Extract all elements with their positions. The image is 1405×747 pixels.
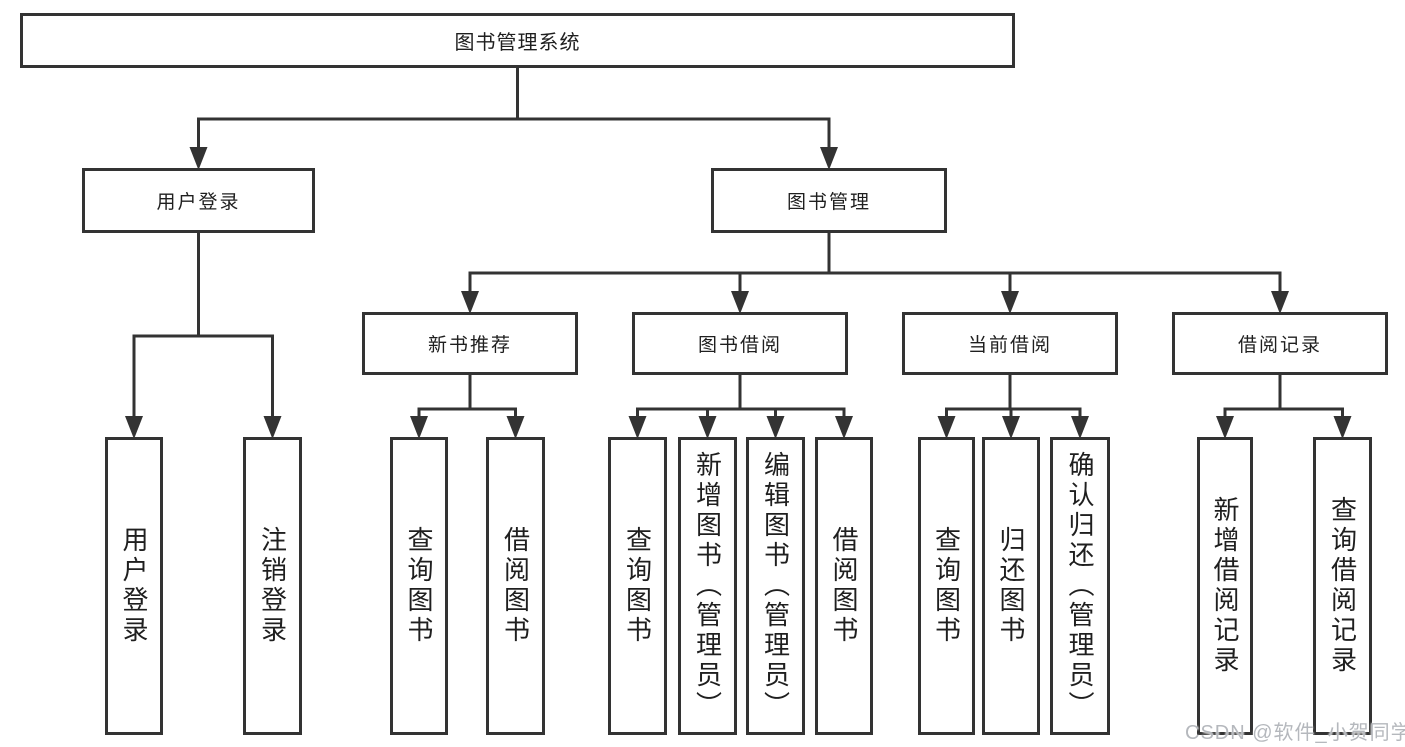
node-label-book-borrow: 图书借阅 [697,335,782,356]
node-leaf-bb-borrow: 借阅图书 [815,437,873,735]
node-label-leaf-bb-add: 新增图书（管理员） [692,451,723,721]
node-leaf-br-query: 查询借阅记录 [1313,437,1372,735]
node-book-borrow: 图书借阅 [632,312,848,375]
node-label-user-login: 用户登录 [156,192,241,213]
node-leaf-logout: 注销登录 [243,437,302,735]
node-root: 图书管理系统 [20,13,1015,68]
node-label-leaf-bb-borrow: 借阅图书 [829,526,859,646]
node-label-leaf-bb-edit: 编辑图书（管理员） [760,451,791,721]
node-user-login: 用户登录 [82,168,315,233]
node-leaf-br-add: 新增借阅记录 [1197,437,1253,735]
node-leaf-nb-query: 查询图书 [390,437,448,735]
node-label-current-borrow: 当前借阅 [967,335,1052,356]
node-leaf-cb-confirm: 确认归还（管理员） [1050,437,1110,735]
node-label-leaf-br-add: 新增借阅记录 [1210,496,1240,676]
csdn-watermark: CSDN @软件_小贺同学 [1185,722,1405,744]
node-new-book-recommend: 新书推荐 [362,312,578,375]
node-label-leaf-user-login: 用户登录 [119,526,149,646]
node-leaf-user-login: 用户登录 [105,437,163,735]
node-leaf-nb-borrow: 借阅图书 [486,437,545,735]
node-label-leaf-logout: 注销登录 [257,526,288,646]
node-leaf-cb-query: 查询图书 [918,437,975,735]
node-borrow-records: 借阅记录 [1172,312,1388,375]
node-label-book-management: 图书管理 [786,192,871,213]
node-leaf-bb-add: 新增图书（管理员） [678,437,737,735]
node-leaf-cb-return: 归还图书 [982,437,1040,735]
node-label-leaf-cb-return: 归还图书 [996,526,1026,646]
node-label-leaf-cb-confirm: 确认归还（管理员） [1065,451,1095,721]
node-current-borrow: 当前借阅 [902,312,1118,375]
node-label-leaf-nb-borrow: 借阅图书 [500,526,531,646]
node-label-leaf-bb-query: 查询图书 [622,526,653,646]
node-label-leaf-br-query: 查询借阅记录 [1327,496,1358,676]
node-label-root: 图书管理系统 [454,32,581,54]
node-label-new-book-recommend: 新书推荐 [427,335,512,356]
node-leaf-bb-edit: 编辑图书（管理员） [746,437,805,735]
node-leaf-bb-query: 查询图书 [608,437,667,735]
node-label-borrow-records: 借阅记录 [1237,335,1322,356]
node-label-leaf-nb-query: 查询图书 [404,526,434,646]
node-label-leaf-cb-query: 查询图书 [931,526,962,646]
node-book-management: 图书管理 [711,168,947,233]
